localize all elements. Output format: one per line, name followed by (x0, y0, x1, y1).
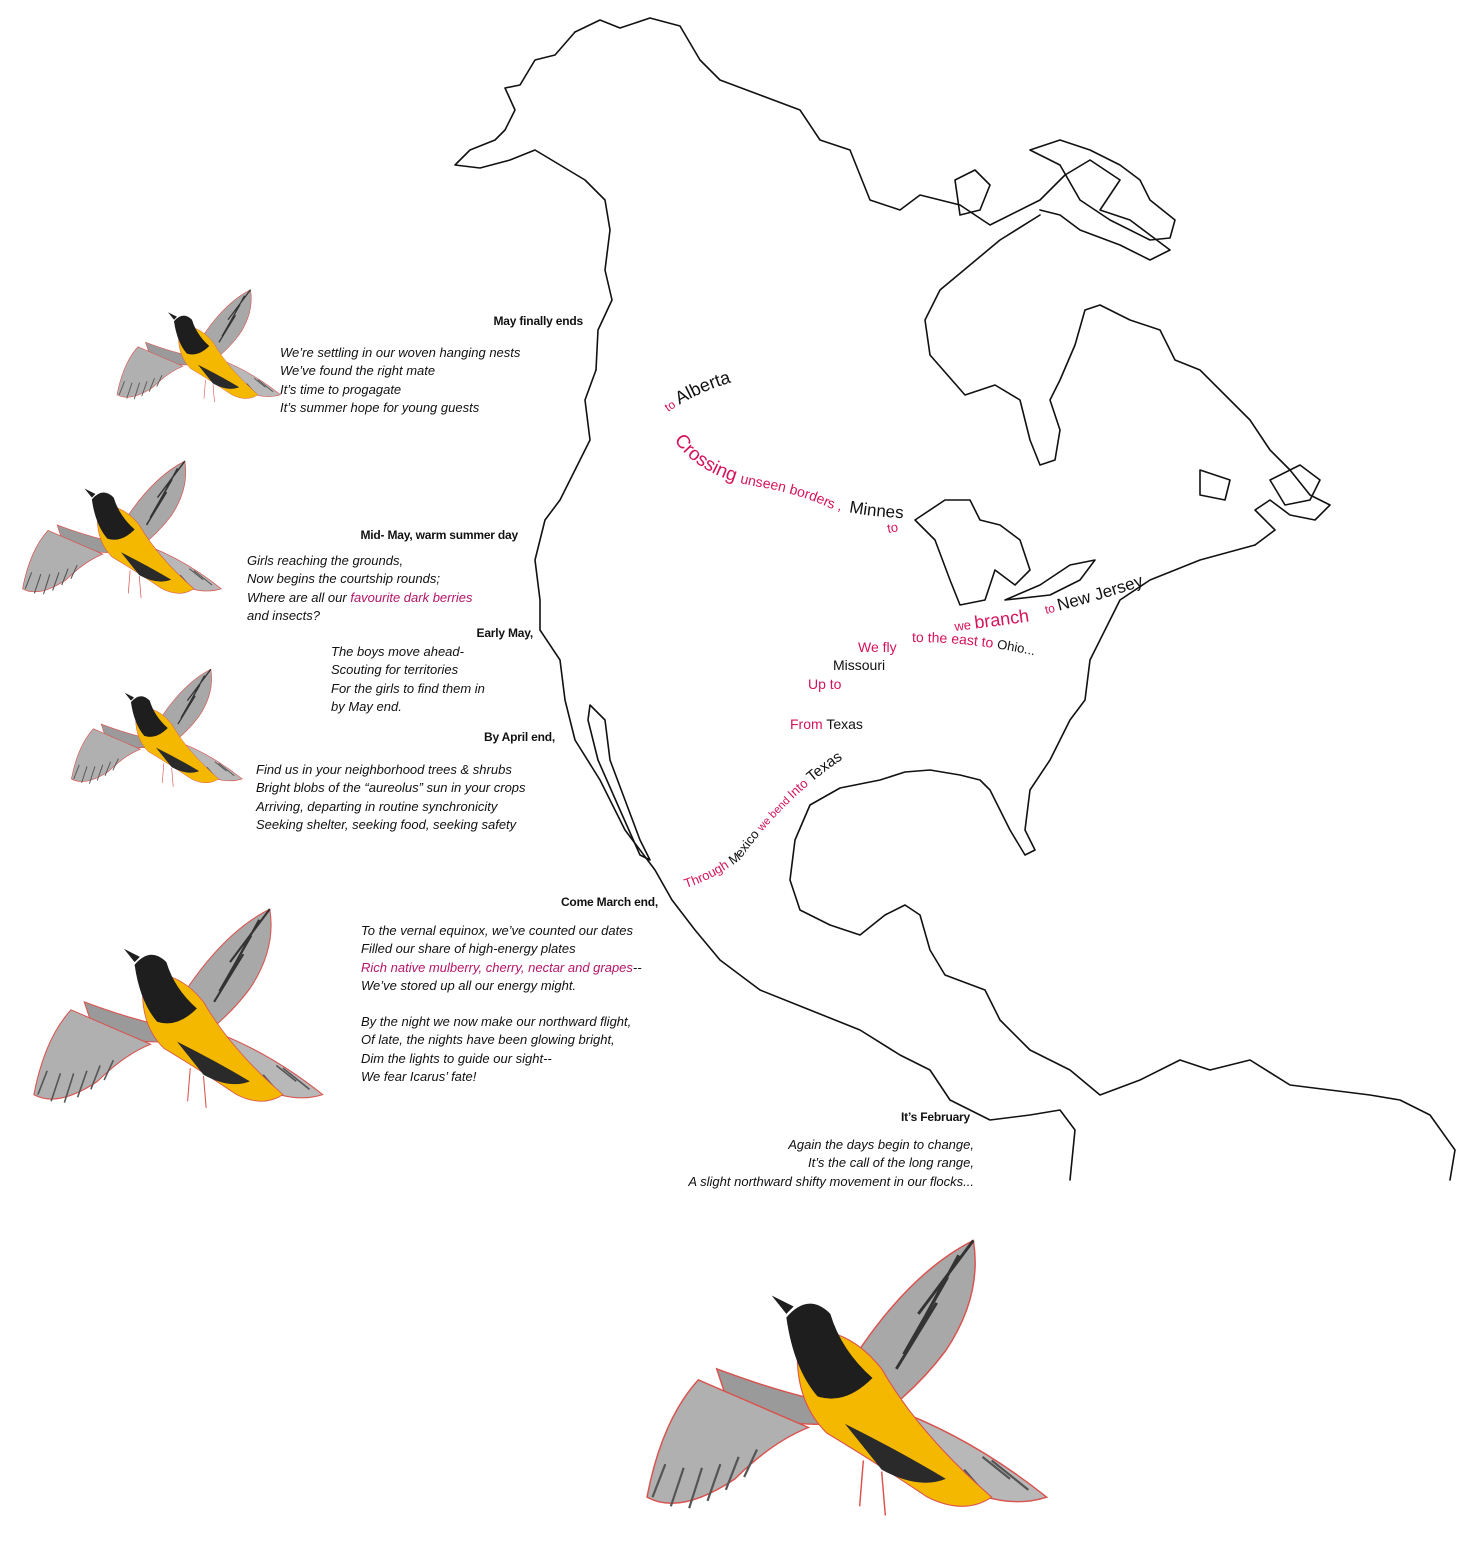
stanza-line: A slight northward shifty movement in ou… (688, 1173, 974, 1189)
heading-february: It’s February (901, 1110, 970, 1124)
stanza-line: By the night we now make our northward f… (361, 1014, 632, 1030)
stanza-line: Now begins the courtship rounds; (247, 571, 440, 587)
stanza-text: -- (632, 959, 642, 975)
route-through-mexico: Through Mexico we bend Into Texas (682, 748, 845, 891)
route-missouri: Missouri (833, 657, 885, 673)
stanza-february: Again the days begin to change, It’s the… (688, 1136, 974, 1191)
route-branch: we branch (953, 605, 1031, 634)
stanza-line: Of late, the nights have been glowing br… (361, 1032, 615, 1048)
route-new-jersey: to New Jersey (1043, 571, 1145, 617)
heading-april-end: By April end, (484, 730, 555, 744)
route-east-ohio: to the east to Ohio... (912, 629, 1037, 658)
stanza-line: It’s summer hope for young guests (280, 399, 480, 415)
stanza-line: To the vernal equinox, we’ve counted our… (361, 923, 633, 938)
stanza-line: Again the days begin to change, (788, 1137, 974, 1152)
stanza-march-end: To the vernal equinox, we’ve counted our… (361, 922, 642, 1086)
stanza-highlight: Rich native mulberry, cherry, nectar and… (361, 959, 633, 975)
stanza-may-end: We’re settling in our woven hanging nest… (280, 344, 520, 417)
stanza-line: It’s time to progagate (280, 381, 402, 397)
route-up-to: Up to (808, 676, 842, 692)
route-to-minnesota: to (886, 519, 899, 536)
stanza-gap (361, 995, 642, 1013)
stanza-line: Scouting for territories (331, 662, 459, 678)
stanza-text: Where are all our (247, 589, 351, 605)
stanza-line: by May end. (331, 698, 402, 714)
stanza-line: and insects? (247, 607, 320, 623)
heading-may-end: May finally ends (493, 314, 584, 328)
stanza-line: Seeking shelter, seeking food, seeking s… (256, 816, 517, 832)
route-we-fly: We fly (858, 639, 897, 655)
stanza-early-may: The boys move ahead- Scouting for territ… (331, 643, 485, 716)
stanza-line: Find us in your neighborhood trees & shr… (256, 762, 512, 777)
stanza-line: Girls reaching the grounds, (247, 553, 404, 568)
route-alberta: to Alberta (662, 367, 734, 415)
oriole-bird-icon (32, 908, 324, 1109)
oriole-bird-icon (645, 1239, 1049, 1517)
oriole-bird-icon (116, 289, 282, 403)
oriole-bird-icon (70, 668, 243, 788)
stanza-line: Arriving, departing in routine synchroni… (256, 798, 498, 814)
stanza-line: We’re settling in our woven hanging nest… (280, 345, 521, 360)
stanza-line: Rich native mulberry, cherry, nectar and… (361, 959, 642, 977)
stanza-line: We’ve stored up all our energy might. (361, 977, 577, 993)
stanza-line: It’s the call of the long range, (808, 1155, 974, 1171)
stanza-line: For the girls to find them in (331, 680, 485, 696)
stanza-line: We’ve found the right mate (280, 363, 436, 379)
stanza-line: Where are all our favourite dark berries (247, 589, 472, 607)
oriole-bird-icon (21, 460, 223, 599)
stanza-april-end: Find us in your neighborhood trees & shr… (256, 761, 526, 834)
stanza-line: We fear Icarus’ fate! (361, 1069, 477, 1085)
route-from-texas: From Texas (790, 716, 863, 732)
stanza-line: Filled our share of high-energy plates (361, 941, 576, 957)
route-crossing: Crossing unseen borders ,Minnesota (0, 0, 904, 522)
heading-early-may: Early May, (476, 626, 534, 640)
heading-mid-may: Mid- May, warm summer day (360, 528, 519, 542)
stanza-line: The boys move ahead- (331, 644, 464, 659)
stanza-highlight: favourite dark berries (350, 589, 473, 605)
heading-march-end: Come March end, (560, 895, 658, 909)
stanza-line: Dim the lights to guide our sight-- (361, 1050, 552, 1066)
stanza-line: Bright blobs of the “aureolus” sun in yo… (256, 780, 526, 796)
stanza-mid-may: Girls reaching the grounds, Now begins t… (247, 552, 472, 625)
